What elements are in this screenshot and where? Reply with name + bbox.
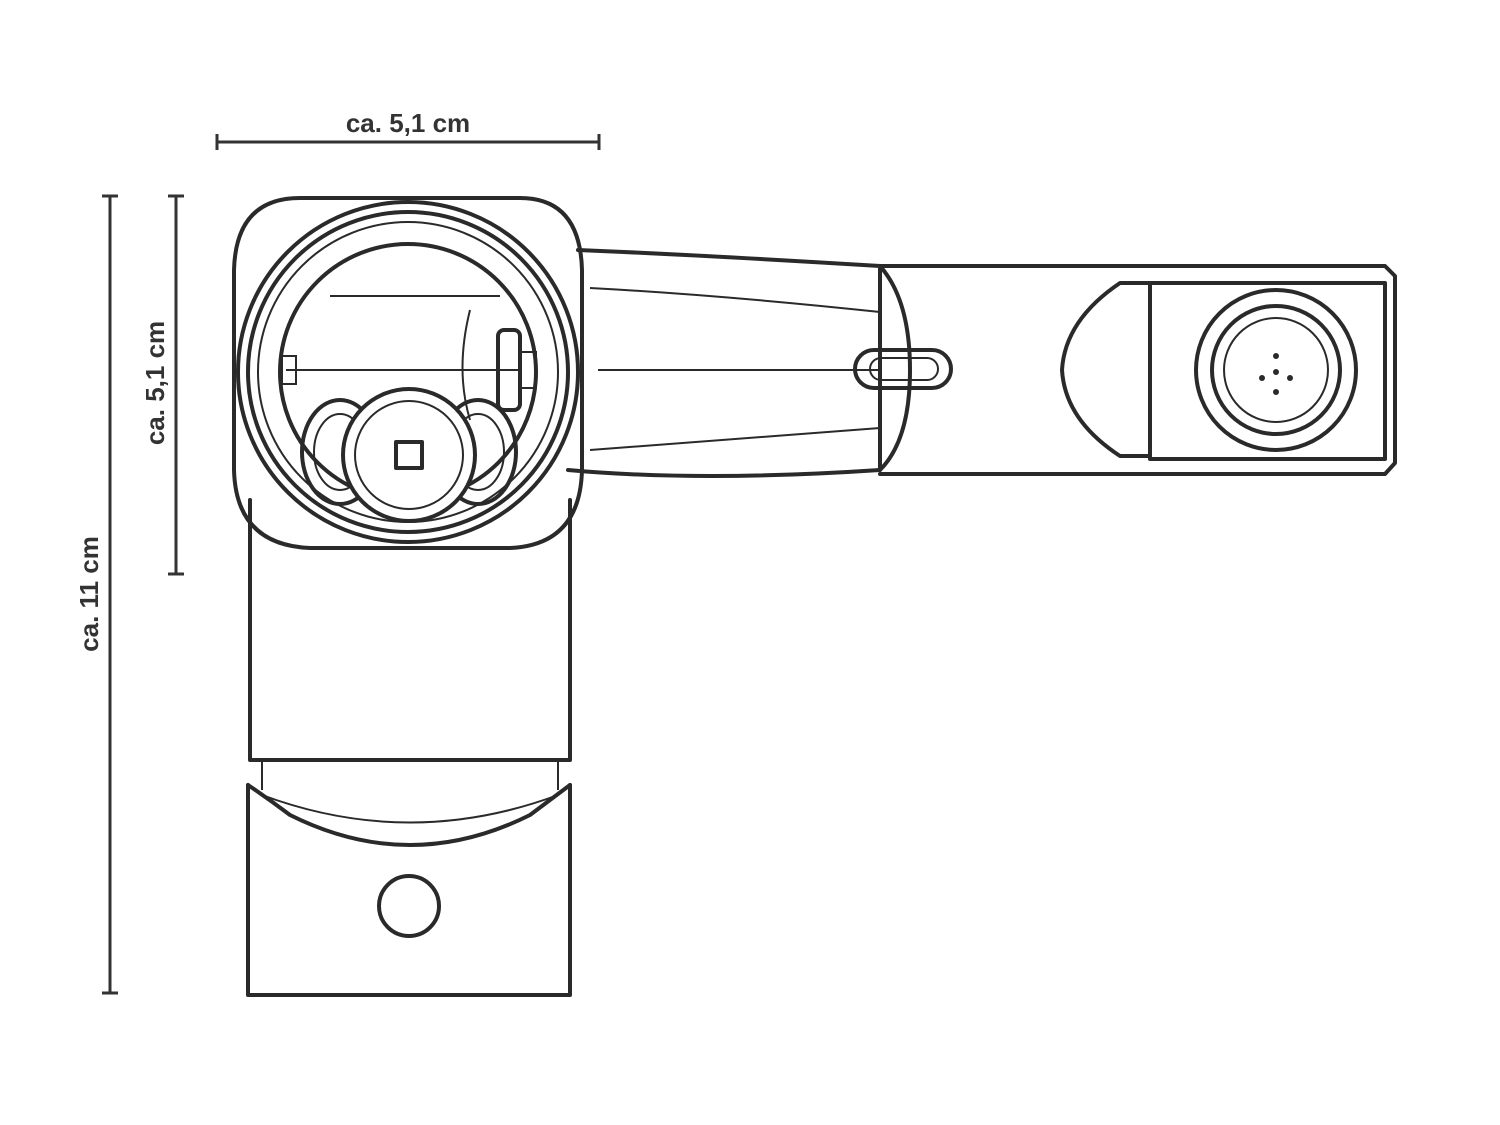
width-label: ca. 5,1 cm: [346, 108, 470, 138]
total-height-label: ca. 11 cm: [74, 536, 104, 652]
button-icon: [377, 874, 441, 938]
head: [232, 196, 584, 550]
connector-pins-icon: [1259, 353, 1293, 395]
body: [246, 498, 572, 997]
total-height-dimension: ca. 11 cm: [74, 194, 118, 995]
connector-tube: [878, 264, 1397, 476]
width-dimension: ca. 5,1 cm: [215, 108, 601, 150]
head-height-dimension: ca. 5,1 cm: [140, 194, 184, 576]
head-height-label: ca. 5,1 cm: [140, 321, 170, 445]
rollers: [300, 387, 518, 523]
arm: [566, 248, 953, 478]
